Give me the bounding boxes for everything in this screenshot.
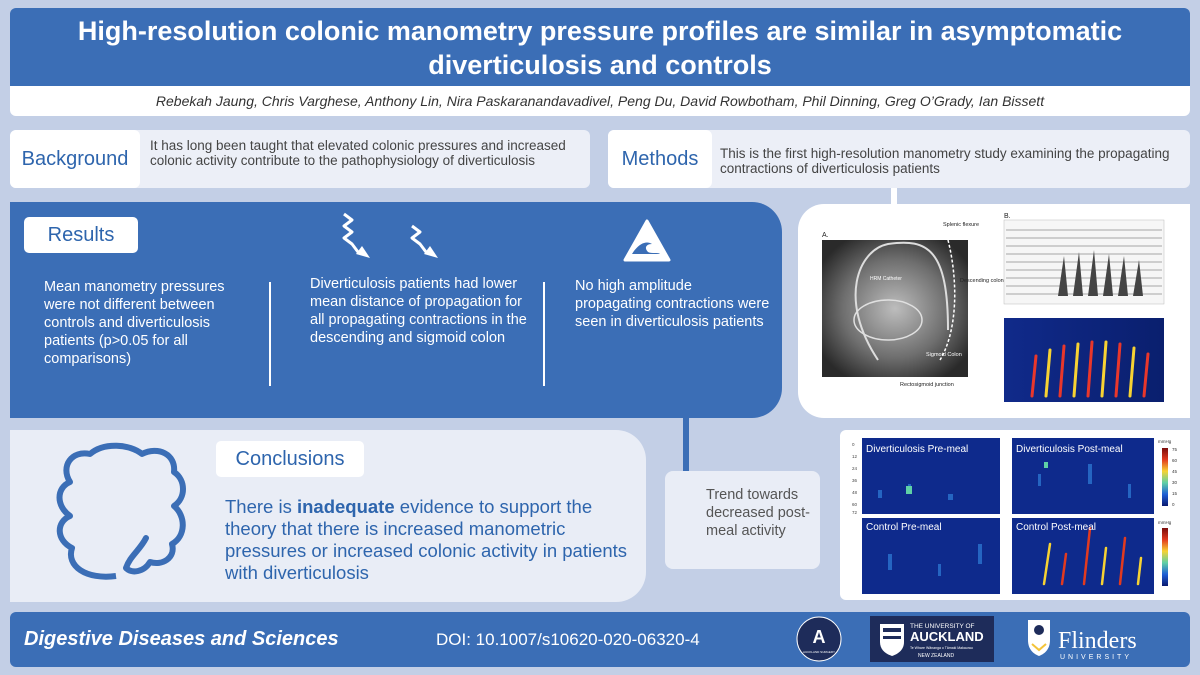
- scale-tick-2: 45: [1172, 469, 1178, 474]
- logo2-line3: Te Whare Wānanga o Tāmaki Makaurau: [910, 646, 973, 650]
- y-tick-2: 24: [852, 466, 858, 471]
- logo2-line1: THE UNIVERSITY OF: [910, 623, 975, 630]
- colon-icon: [56, 442, 186, 580]
- figure-label-b: B.: [1004, 213, 1011, 220]
- conclusions-text-bold: inadequate: [296, 496, 395, 517]
- logo3-line2: UNIVERSITY: [1060, 654, 1132, 661]
- heatmap-ctrl-post: [1012, 518, 1154, 594]
- conclusions-text-post: evidence to support the theory that ther…: [225, 496, 628, 583]
- y-tick-6: 72: [852, 510, 858, 515]
- university-of-auckland-logo: THE UNIVERSITY OF AUCKLAND Te Whare Wāna…: [870, 616, 994, 662]
- results-col-3: No high amplitude propagating contractio…: [575, 278, 770, 330]
- y-tick-5: 60: [852, 502, 858, 507]
- y-tick-3: 36: [852, 478, 858, 483]
- conclusions-text-pre: There is: [225, 496, 297, 517]
- scale-tick-1: 60: [1172, 458, 1178, 463]
- background-heading: Background: [10, 130, 140, 188]
- trend-box: [665, 471, 820, 569]
- heatmap-div-pre: [862, 438, 1000, 514]
- label-splenic-flexure: Splenic flexure: [943, 222, 979, 228]
- label-sigmoid-colon: Sigmoid Colon: [926, 352, 962, 358]
- scale-tick-5: 0: [1172, 502, 1175, 507]
- logo2-line2: AUCKLAND: [910, 629, 984, 644]
- journal-name: Digestive Diseases and Sciences: [24, 628, 339, 650]
- panel-label-div-post: Diverticulosis Post-meal: [1016, 444, 1123, 455]
- heatmap-div-post: [1012, 438, 1154, 514]
- methods-text: This is the first high-resolution manome…: [720, 146, 1170, 176]
- conclusions-heading: Conclusions: [216, 441, 364, 477]
- trend-text: Trend towards decreased post-meal activi…: [706, 487, 810, 539]
- scale-tick-4: 15: [1172, 491, 1178, 496]
- scale-unit-bottom: mmHg: [1158, 520, 1172, 525]
- title-line-1: High-resolution colonic manometry pressu…: [77, 16, 1123, 46]
- warning-wave-icon: [623, 219, 671, 262]
- label-catheter: HRM Catheter: [870, 276, 902, 282]
- doi: DOI: 10.1007/s10620-020-06320-4: [436, 630, 700, 649]
- color-scale-bottom: [1162, 528, 1168, 586]
- results-col-1: Mean manometry pressures were not differ…: [44, 279, 225, 367]
- methods-heading: Methods: [608, 130, 712, 188]
- panel-label-ctrl-post: Control Post-meal: [1016, 522, 1096, 533]
- conclusions-text: There is inadequate evidence to support …: [225, 496, 630, 584]
- panel-label-div-pre: Diverticulosis Pre-meal: [866, 444, 968, 455]
- panel-label-ctrl-pre: Control Pre-meal: [866, 522, 942, 533]
- label-rectosigmoid: Rectosigmoid junction: [900, 382, 954, 388]
- manometry-figure: A. Splenic flexure HRM Catheter Descendi…: [822, 213, 1165, 402]
- results-divider-1: [269, 282, 271, 386]
- results-col-2: Diverticulosis patients had lower mean d…: [310, 276, 527, 346]
- background-text: It has long been taught that elevated co…: [150, 138, 566, 168]
- auckland-surgery-logo: A AUCKLAND SURGERY: [796, 616, 842, 662]
- title-line-2: diverticulosis and controls: [428, 50, 772, 80]
- logo1-text: AUCKLAND SURGERY: [803, 650, 835, 654]
- logo2-line4: NEW ZEALAND: [918, 653, 955, 659]
- pressure-heatmap: [1004, 318, 1164, 402]
- title-banner: High-resolution colonic manometry pressu…: [10, 8, 1190, 86]
- figure-label-a: A.: [822, 232, 829, 239]
- meal-heatmaps: 0 12 24 36 48 60 72 Diverticulosis Pre-m…: [852, 438, 1178, 594]
- color-scale-top: [1162, 448, 1168, 506]
- label-descending-colon: Descending colon: [960, 278, 1004, 284]
- scale-tick-3: 30: [1172, 480, 1178, 485]
- contraction-waves-icon: [342, 212, 438, 258]
- flinders-university-logo: Flinders UNIVERSITY: [1028, 620, 1137, 661]
- results-divider-2: [543, 282, 545, 386]
- results-heading: Results: [24, 217, 138, 253]
- logo1-letter: A: [813, 627, 826, 647]
- y-tick-0: 0: [852, 442, 855, 447]
- heatmap-ctrl-pre: [862, 518, 1000, 594]
- y-tick-4: 48: [852, 490, 858, 495]
- y-tick-1: 12: [852, 454, 858, 459]
- logo3-line1: Flinders: [1058, 628, 1137, 654]
- scale-unit-top: mmHg: [1158, 439, 1172, 444]
- authors: Rebekah Jaung, Chris Varghese, Anthony L…: [10, 86, 1190, 116]
- scale-tick-0: 75: [1172, 447, 1178, 452]
